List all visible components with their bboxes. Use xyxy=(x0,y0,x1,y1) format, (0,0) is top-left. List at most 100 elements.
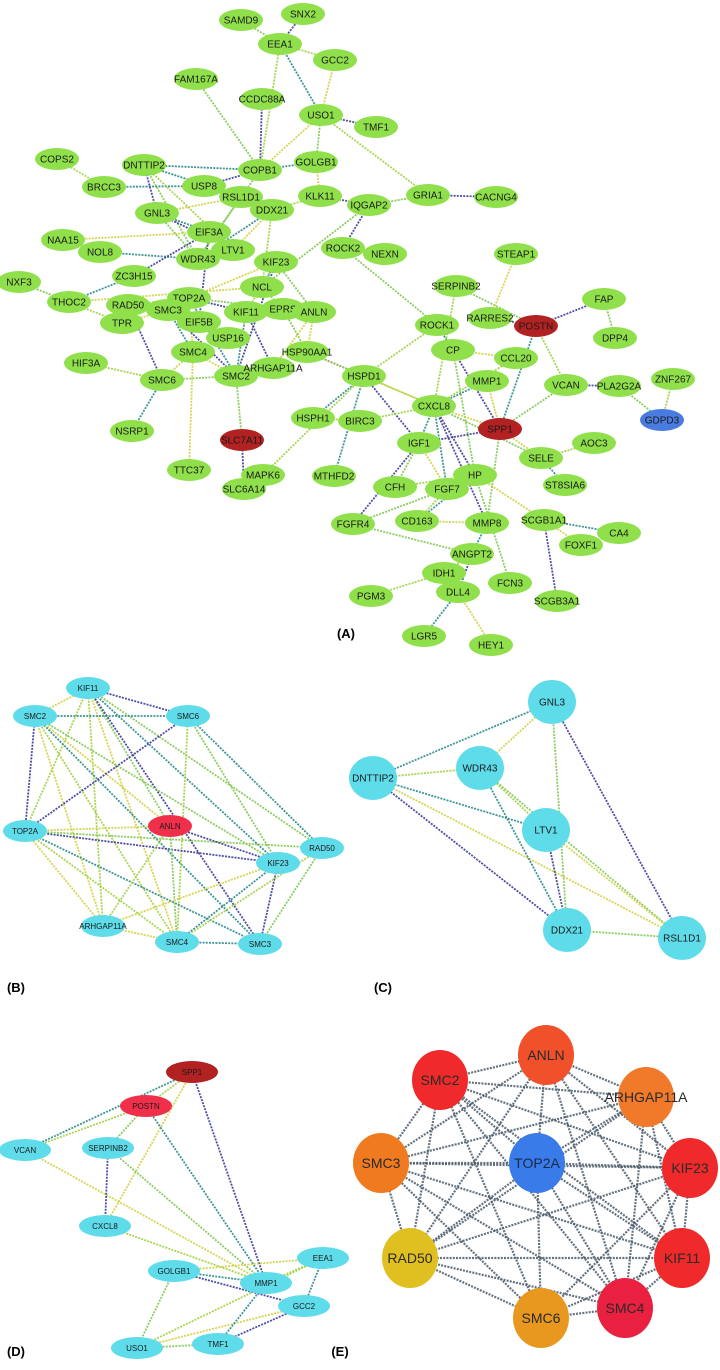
node-label: WDR43 xyxy=(462,764,497,775)
node-label: SNX2 xyxy=(290,10,317,21)
edge-arhgap11a-smc4 xyxy=(623,1096,648,1309)
edge-smc3-smc6 xyxy=(380,1162,542,1319)
edge-ttc37-smc4 xyxy=(188,351,194,471)
node-hp: HP xyxy=(453,464,497,486)
node-label: CD163 xyxy=(401,517,433,528)
node-label: ANLN xyxy=(527,1047,564,1063)
node-label: SPP1 xyxy=(487,425,513,436)
node-shape xyxy=(292,301,336,323)
edge-smc2-rad50 xyxy=(408,1079,442,1259)
node-label: GDPD3 xyxy=(645,416,680,427)
node-wdr43: WDR43 xyxy=(176,248,220,270)
node-label: CP xyxy=(446,346,460,357)
edge-anln-arhgap11a xyxy=(102,825,171,927)
edge-smc2-kif23 xyxy=(439,1078,691,1170)
node-spp1: SPP1 xyxy=(166,1061,218,1083)
edge-top2a-kif11 xyxy=(536,1162,683,1259)
node-label: WDR43 xyxy=(180,255,215,266)
node-eea1: EEA1 xyxy=(297,1247,349,1269)
node-shape xyxy=(597,1278,653,1338)
node-rad50: RAD50 xyxy=(106,294,150,316)
node-label: CACNG4 xyxy=(475,193,517,204)
node-pla2g2a: PLA2G2A xyxy=(597,375,642,397)
edge-kif11-top2a xyxy=(24,687,89,832)
node-shape xyxy=(298,185,342,207)
node-label: GOLGB1 xyxy=(158,1267,191,1276)
node-label: CFH xyxy=(385,483,406,494)
node-label: BRCC3 xyxy=(87,183,121,194)
node-label: GCC2 xyxy=(321,56,349,67)
edge-gnl3-dnttip2 xyxy=(372,701,553,779)
edge-mmp8-angpt2 xyxy=(471,522,488,555)
node-uso1: USO1 xyxy=(111,1337,163,1359)
node-postn: POSTN xyxy=(514,315,558,337)
node-arhgap11a: ARHGAP11A xyxy=(243,357,303,379)
node-shape xyxy=(187,221,231,243)
node-shape xyxy=(422,562,466,584)
node-shape xyxy=(122,154,166,176)
node-shape xyxy=(177,311,221,333)
edge-smc2-smc4 xyxy=(439,1079,626,1309)
node-znf267: ZNF267 xyxy=(651,368,695,390)
node-label: MMP1 xyxy=(473,377,502,388)
node-serpinb2: SERPINB2 xyxy=(431,275,481,297)
node-samd9: SAMD9 xyxy=(219,9,263,31)
edge-smc6-rad50 xyxy=(187,715,323,849)
edge-gnl3-ddx21 xyxy=(551,701,568,931)
node-hey1: HEY1 xyxy=(469,634,513,656)
edge-cxcl8-fgf7 xyxy=(433,405,448,490)
node-usp16: USP16 xyxy=(206,327,250,349)
node-sele: SELE xyxy=(519,447,563,469)
edge-smc2-anln xyxy=(34,715,171,827)
edge-smc2-kif23 xyxy=(34,715,279,864)
node-label: CA4 xyxy=(609,529,629,540)
node-label: KLK11 xyxy=(305,192,335,203)
node-shape xyxy=(412,1050,468,1110)
node-cxcl8: CXCL8 xyxy=(79,1215,131,1237)
node-shape xyxy=(148,1260,200,1282)
edge-golgb1-eea1 xyxy=(173,1257,324,1272)
node-shape xyxy=(278,1295,330,1317)
node-label: MTHFD2 xyxy=(314,472,355,483)
node-shape xyxy=(206,327,250,349)
node-ltv1: LTV1 xyxy=(211,239,255,261)
node-shape xyxy=(519,447,563,469)
edge-kif23-arhgap11a xyxy=(102,862,279,927)
node-label: TOP2A xyxy=(514,1155,560,1171)
edge-smc2-smc4 xyxy=(34,715,178,943)
node-kif11: KIF11 xyxy=(224,301,268,323)
node-label: USO1 xyxy=(126,1344,148,1353)
node-label: ROCK2 xyxy=(326,244,361,255)
node-label: SMC4 xyxy=(166,938,189,947)
edge-kif23-smc3 xyxy=(259,862,279,945)
node-shape xyxy=(291,407,335,429)
node-smc3: SMC3 xyxy=(146,299,190,321)
node-shape xyxy=(78,241,122,263)
node-shape xyxy=(0,271,41,293)
node-gria1: GRIA1 xyxy=(406,184,450,206)
edge-uso1-eea1 xyxy=(136,1257,324,1349)
node-shape xyxy=(312,465,356,487)
node-nol8: NOL8 xyxy=(78,241,122,263)
node-label: ZC3H15 xyxy=(115,272,153,283)
node-shape xyxy=(662,1138,718,1198)
node-st8sia6: ST8SIA6 xyxy=(543,474,587,496)
node-shape xyxy=(281,3,325,25)
node-label: ROCK1 xyxy=(420,321,455,332)
node-smc4: SMC4 xyxy=(597,1278,653,1338)
node-label: EIF5B xyxy=(185,318,213,329)
node-shape xyxy=(41,229,85,251)
node-rsl1d1: RSL1D1 xyxy=(219,186,263,208)
node-ccdc88a: CCDC88A xyxy=(239,88,286,110)
node-shape xyxy=(488,572,532,594)
edge-anln-kif11 xyxy=(545,1054,683,1259)
node-rad50: RAD50 xyxy=(300,837,344,859)
node-shape xyxy=(146,299,190,321)
node-label: CCDC88A xyxy=(239,95,286,106)
node-label: TPR xyxy=(112,319,132,330)
node-ncl: NCL xyxy=(240,276,284,298)
node-shape xyxy=(450,543,494,565)
node-label: EPRS xyxy=(269,305,297,316)
node-label: ARHGAP11A xyxy=(605,1089,689,1105)
